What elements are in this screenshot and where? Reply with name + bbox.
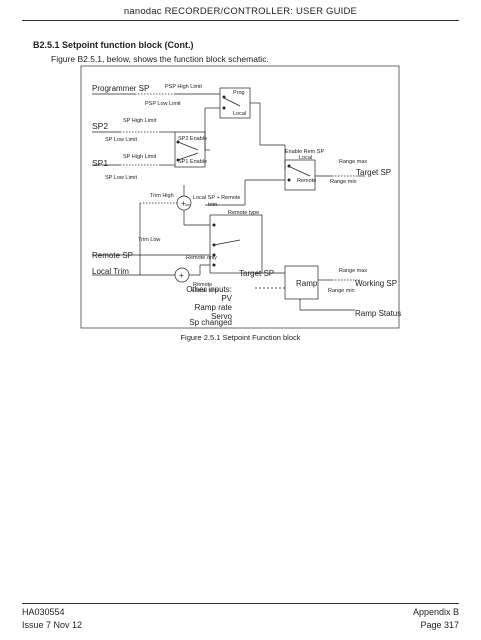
label-psp-high-limit: PSP High Limit (165, 84, 202, 90)
label-sp2-low-limit: SP Low Limit (105, 137, 137, 143)
label-ramp-rate: Ramp rate (195, 303, 233, 312)
output-target-sp: Target SP (356, 168, 391, 177)
footer-doc-number: HA030554 (22, 607, 65, 617)
input-remote-sp: Remote SP (92, 251, 133, 260)
label-sp1-enable: SP1 Enable (178, 159, 207, 165)
enable-rem-sp-switch-box (284, 159, 316, 191)
input-local-trim: Local Trim (92, 267, 129, 276)
label-other-inputs: Other inputs: (186, 285, 232, 294)
rem-switch-arm (287, 165, 311, 177)
label-psp-low-limit: PSP Low Limit (145, 101, 181, 107)
label-trim-low: Trim Low (138, 237, 160, 243)
label-sp1-high-limit: SP High Limit (123, 154, 157, 160)
sp2-switch-arm (177, 141, 199, 151)
label-rem-local: Local (299, 155, 312, 161)
label-remote-type: Remote type (228, 210, 259, 216)
label-range-max-2: Range max (339, 268, 367, 274)
label-sp1-low-limit: SP Low Limit (105, 175, 137, 181)
ramp-box (284, 265, 319, 300)
label-trim-high: Trim High (150, 193, 174, 199)
sp1-switch-arm (177, 152, 199, 161)
label-sp2-high-limit: SP High Limit (123, 118, 157, 124)
sp-select-switch-box (174, 131, 206, 168)
footer-rule (22, 603, 459, 604)
input-programmer-sp: Programmer SP (92, 84, 149, 93)
remote-type-switch-box (209, 214, 263, 274)
output-working-sp: Working SP (355, 279, 397, 288)
figure-caption: Figure 2.5.1 Setpoint Function block (180, 333, 301, 342)
output-ramp-status: Ramp Status (355, 309, 401, 318)
label-pv: PV (221, 294, 232, 303)
label-sp-changed: Sp changed (189, 318, 232, 327)
label-range-max-1: Range max (339, 159, 367, 165)
input-sp1: SP1 (92, 158, 108, 168)
intro-text: Figure B2.5.1, below, shows the function… (51, 54, 269, 64)
ramp-label: Ramp (296, 279, 318, 288)
input-sp2: SP2 (92, 121, 108, 131)
section-title: B2.5.1 Setpoint function block (Cont.) (33, 40, 194, 50)
page-header-title: nanodac RECORDER/CONTROLLER: USER GUIDE (123, 6, 358, 17)
figure-frame (80, 65, 400, 329)
label-target-sp-in: Target SP (239, 269, 274, 278)
label-remote-plus-trim-1: Remote (193, 282, 212, 288)
header-rule (22, 20, 459, 21)
trim-adder-plus: + (181, 199, 186, 208)
label-remote-plus-trim-2: + local trim (191, 288, 218, 294)
switch-contacts (176, 95, 291, 267)
footer-appendix: Appendix B (412, 607, 459, 617)
label-remote-only: Remote only (186, 255, 217, 261)
label-rem-remote: Remote (297, 178, 316, 184)
label-local-sp-remote-2: trim (208, 202, 218, 208)
label-prog: Prog (233, 90, 245, 96)
remote-type-switch-arm (213, 239, 241, 246)
label-range-min-2: Range min (328, 288, 355, 294)
label-local-sp-remote-1: Local SP + Remote (193, 195, 240, 201)
footer-issue: Issue 7 Nov 12 (22, 620, 83, 630)
label-local: Local (233, 111, 246, 117)
label-sp2-enable: SP2 Enable (178, 136, 207, 142)
label-enable-rem-sp: Enable Rem SP (285, 149, 324, 155)
local-trim-adder-plus: + (179, 271, 184, 280)
prog-local-switch-arm (223, 97, 241, 107)
label-range-min-1: Range min (330, 179, 357, 185)
footer-page: Page 317 (420, 620, 459, 630)
label-servo: Servo (211, 312, 232, 321)
